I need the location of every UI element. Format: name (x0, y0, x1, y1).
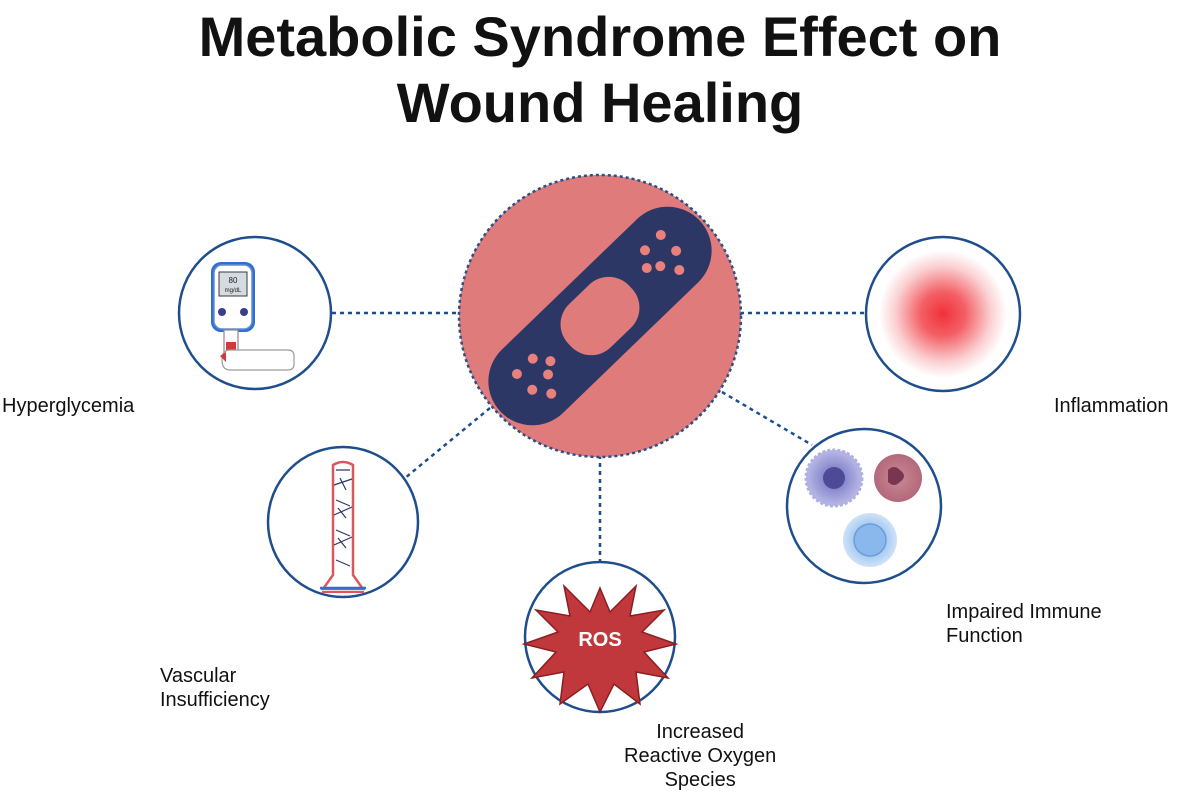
center-wound-node (457, 173, 743, 459)
glucose-meter-icon: 80 mg/dL (211, 262, 295, 371)
blood-vessel-icon (320, 460, 366, 593)
connector-vascular (404, 407, 491, 479)
title-line-2: Wound Healing (396, 71, 804, 134)
inflammation-glow-icon (879, 250, 1007, 378)
inflammation-node (864, 235, 1022, 393)
immune-node (785, 427, 943, 585)
diagram-title: Metabolic Syndrome Effect on Wound Heali… (0, 4, 1200, 136)
ros-burst-icon (521, 583, 679, 714)
connector-immune (721, 390, 813, 447)
ros-node: ROS (521, 560, 679, 714)
vascular-node (266, 445, 420, 599)
label-hyperglycemia: Hyperglycemia (2, 395, 135, 417)
title-line-1: Metabolic Syndrome Effect on (198, 5, 1002, 68)
meter-unit: mg/dL (225, 288, 242, 294)
label-immune: Impaired Immune Function (946, 601, 1102, 647)
connectors (332, 311, 866, 562)
label-vascular: Vascular Insufficiency (160, 665, 270, 711)
ros-badge: ROS (578, 629, 621, 651)
label-ros: Increased Reactive Oxygen Species (624, 721, 777, 791)
meter-reading: 80 (229, 276, 238, 285)
immune-cells-icon (804, 448, 922, 567)
hyperglycemia-node: 80 mg/dL (177, 235, 333, 391)
bandage-icon (488, 206, 712, 426)
label-inflammation: Inflammation (1054, 395, 1169, 417)
